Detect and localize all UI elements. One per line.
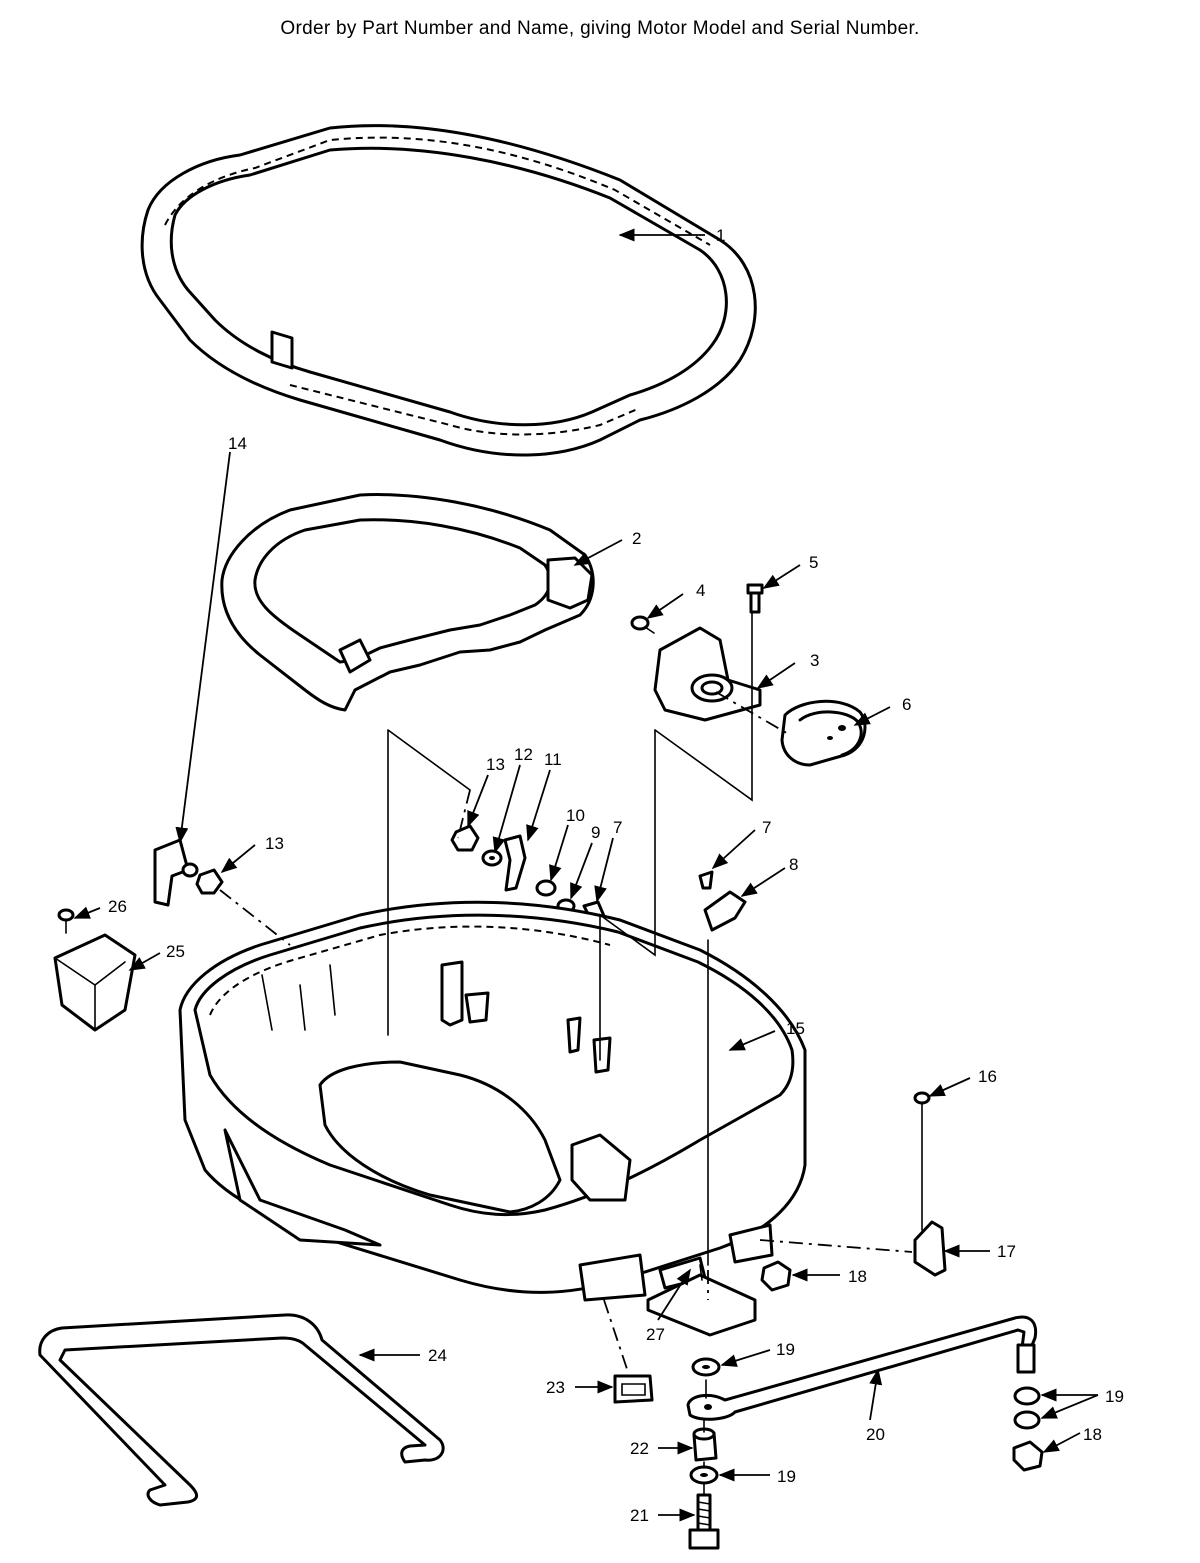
part-3-bracket <box>653 626 762 722</box>
callout-22: 22 <box>630 1439 649 1458</box>
callout-19-lower: 19 <box>777 1467 796 1486</box>
part-22-spacer <box>692 1427 718 1462</box>
callout-23: 23 <box>546 1378 565 1397</box>
callout-1: 1 <box>716 226 725 245</box>
order-instructions: Order by Part Number and Name, giving Mo… <box>280 18 920 39</box>
callout-10: 10 <box>566 806 585 825</box>
part-25-cover <box>53 933 137 1032</box>
callout-7-right: 7 <box>762 818 771 837</box>
callout-18-upper: 18 <box>848 1267 867 1286</box>
callout-5: 5 <box>809 553 818 572</box>
callout-12: 12 <box>514 745 533 764</box>
callout-4: 4 <box>696 581 705 600</box>
part-17-bracket <box>913 1220 947 1277</box>
part-6-grommet <box>780 699 867 767</box>
part-12-washer <box>481 849 503 867</box>
assembly-lines <box>219 611 913 1496</box>
part-15-lower-cowl <box>178 900 807 1302</box>
callout-27: 27 <box>646 1325 665 1344</box>
part-18-nut-lower <box>1012 1440 1044 1472</box>
part-5-screw <box>746 583 764 614</box>
callout-13-upper: 13 <box>486 755 505 774</box>
part-10-washer <box>535 879 557 897</box>
part-26-screw <box>57 908 75 934</box>
part-13-nut-lower <box>195 868 224 895</box>
part-13-nut-upper <box>450 824 480 852</box>
part-20-link-rod <box>686 1315 1038 1421</box>
part-16-screw <box>913 1091 931 1231</box>
part-18-nut-upper <box>760 1260 792 1292</box>
callout-9: 9 <box>591 823 600 842</box>
callout-2: 2 <box>632 529 641 548</box>
part-1-top-seal <box>140 124 757 457</box>
callout-6: 6 <box>902 695 911 714</box>
callout-15: 15 <box>786 1019 805 1038</box>
callout-17: 17 <box>997 1242 1016 1261</box>
callout-8: 8 <box>789 855 798 874</box>
callout-20: 20 <box>866 1425 885 1444</box>
callout-11: 11 <box>544 750 562 769</box>
part-19-washer-a <box>691 1357 721 1377</box>
part-2-lower-seal <box>220 493 595 712</box>
part-19-washer-c <box>1013 1386 1041 1430</box>
callout-24: 24 <box>428 1346 447 1365</box>
callout-19-upper: 19 <box>776 1340 795 1359</box>
part-11-latch-clip <box>503 834 527 892</box>
callout-21: 21 <box>630 1506 649 1525</box>
callout-18-lower: 18 <box>1083 1425 1102 1444</box>
part-21-bolt <box>688 1493 720 1550</box>
part-8-bracket <box>703 890 747 932</box>
callout-25: 25 <box>166 942 185 961</box>
callout-19-right: 19 <box>1105 1387 1124 1406</box>
callout-leaders <box>73 228 1099 1522</box>
part-24-hose <box>38 1313 445 1507</box>
callout-labels: 1 2 3 4 5 6 7 8 9 10 11 12 13 13 14 15 1… <box>108 226 1124 1525</box>
callout-26: 26 <box>108 897 127 916</box>
callout-14: 14 <box>228 434 247 453</box>
part-7-screw-right <box>698 870 714 890</box>
part-14-latch-lever <box>153 838 199 907</box>
part-27-plate <box>646 1256 757 1337</box>
part-4-screw <box>630 615 655 634</box>
callout-16: 16 <box>978 1067 997 1086</box>
callout-3: 3 <box>810 651 819 670</box>
part-19-washer-b <box>689 1465 719 1485</box>
part-23-grommet <box>613 1374 654 1404</box>
callout-7: 7 <box>613 818 622 837</box>
callout-13-lower: 13 <box>265 834 284 853</box>
